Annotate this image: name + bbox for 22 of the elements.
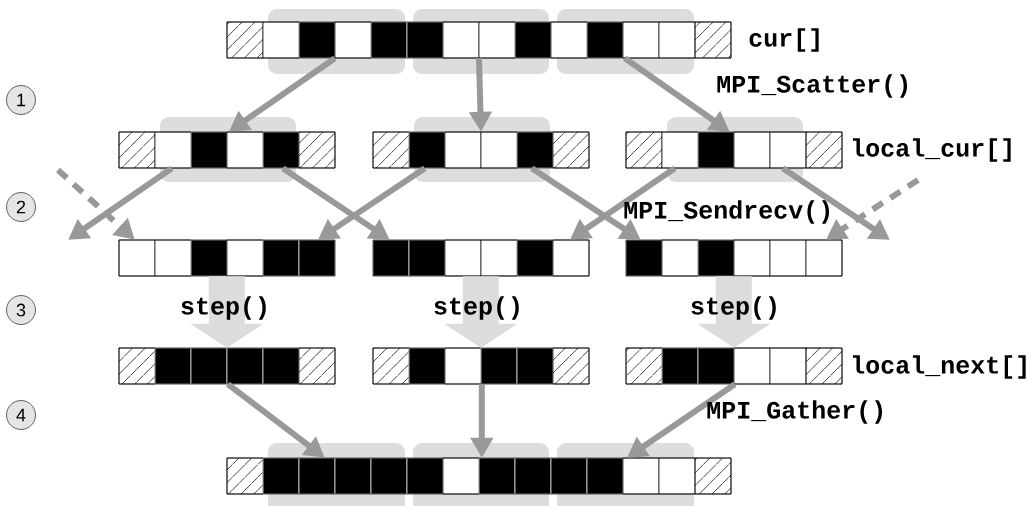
code-label: MPI_Scatter() <box>717 74 907 98</box>
cell-array <box>118 131 336 169</box>
code-label: step() <box>691 296 776 320</box>
step-number: 3 <box>6 295 36 325</box>
cell-array <box>372 347 590 385</box>
cell-array <box>372 239 590 277</box>
cell-array <box>372 131 590 169</box>
cell-array <box>625 131 843 169</box>
cell-array <box>625 347 843 385</box>
step-number: 1 <box>6 85 36 115</box>
cell-array <box>118 347 336 385</box>
code-label: step() <box>434 296 519 320</box>
code-label: MPI_Sendrecv() <box>624 200 829 224</box>
step-number: 4 <box>6 400 36 430</box>
code-label: cur[] <box>749 28 819 52</box>
code-label: local_cur[] <box>852 138 1011 162</box>
step-number: 2 <box>6 192 36 222</box>
code-label: local_next[] <box>852 355 1026 379</box>
code-label: step() <box>181 296 266 320</box>
cell-array <box>625 239 843 277</box>
code-label: MPI_Gather() <box>707 400 882 424</box>
cell-array <box>118 239 336 277</box>
